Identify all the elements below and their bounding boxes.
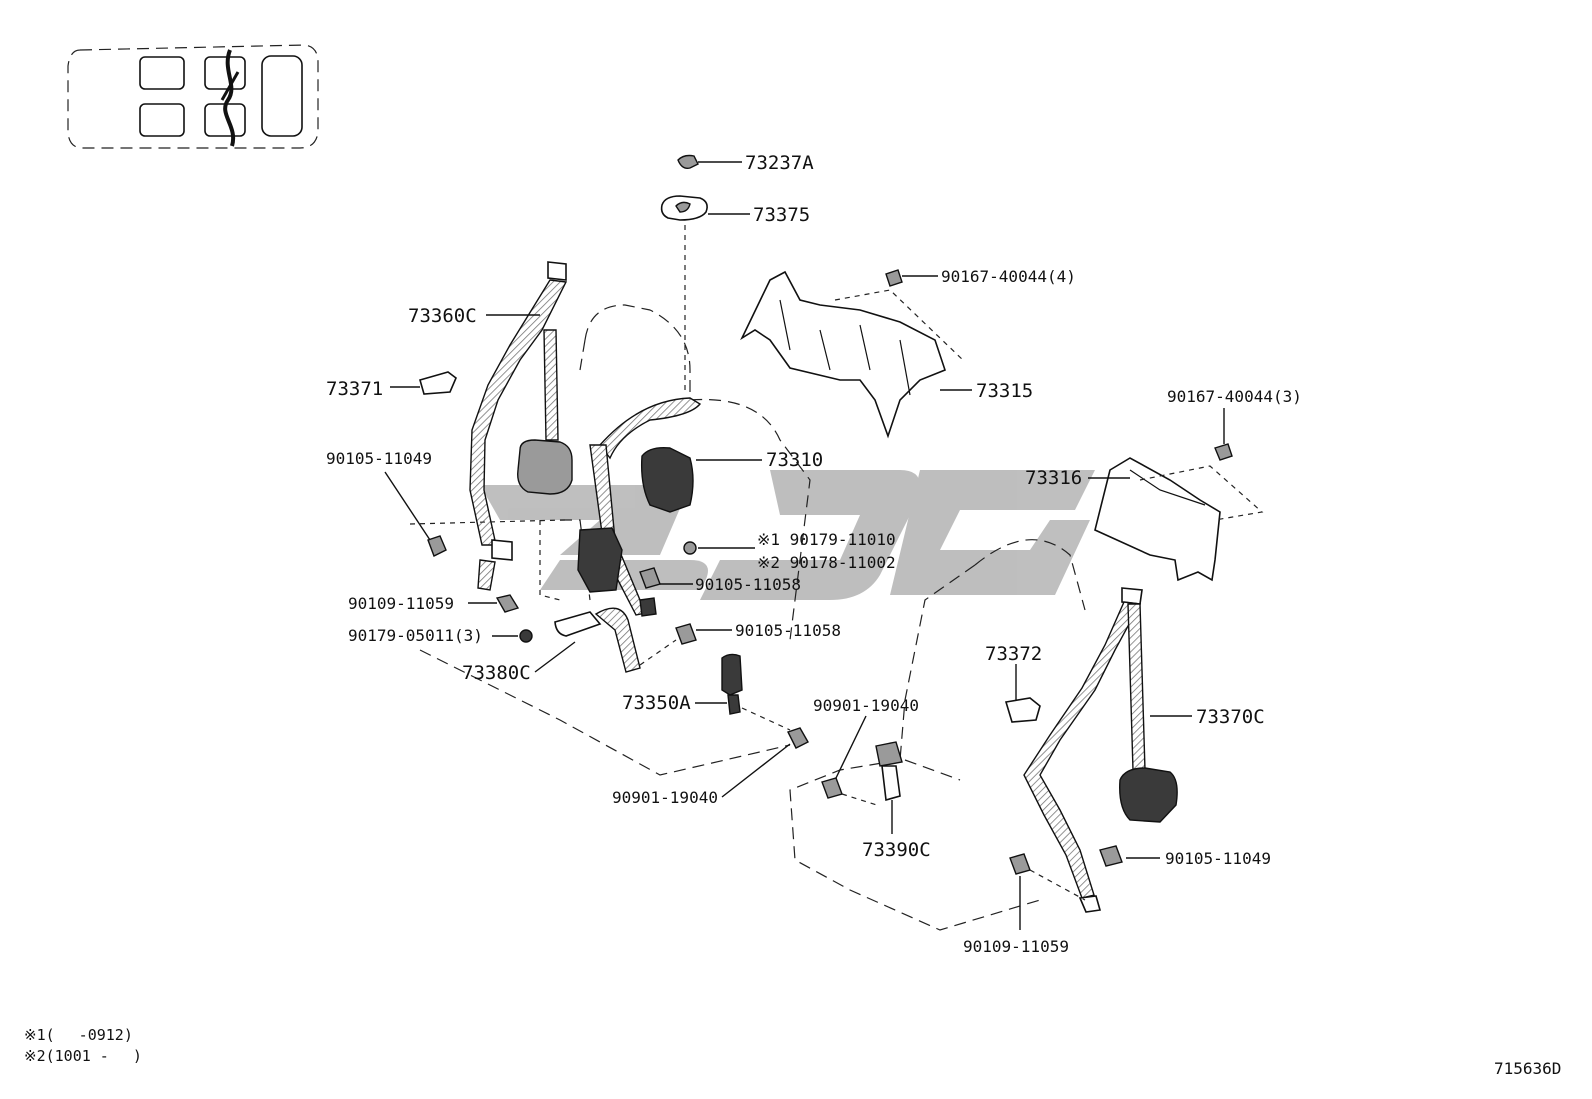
part-90105-11058-bolt-b[interactable]: 90105-11058 [639, 621, 841, 666]
label-90901-19040-right: 90901-19040 [813, 696, 919, 715]
part-73316-cover[interactable]: 73316 [1025, 457, 1264, 582]
label-90901-19040-left: 90901-19040 [612, 788, 718, 807]
label-73390C: 73390C [862, 839, 931, 861]
vehicle-locator-icon [67, 44, 319, 149]
part-73350A-buckle[interactable]: 73350A [622, 653, 791, 731]
part-73370C-outer-belt[interactable]: 73370C [1023, 587, 1265, 913]
part-90179-11010-nut[interactable]: ※1 90179-11010 ※2 90178-11002 [683, 530, 896, 572]
part-90901-19040-right-clip[interactable]: 90901-19040 [813, 696, 919, 807]
label-73316: 73316 [1025, 467, 1082, 489]
part-90105-11049-left-bolt[interactable]: 90105-11049 [326, 449, 566, 557]
label-73380C: 73380C [462, 662, 531, 684]
label-90105-11058-b: 90105-11058 [735, 621, 841, 640]
label-90105-11049-right: 90105-11049 [1165, 849, 1271, 868]
label-73371: 73371 [326, 378, 383, 400]
part-73371-guide[interactable]: 73371 [326, 371, 457, 400]
part-73390C-anchor[interactable]: 73390C [862, 741, 931, 861]
label-90109-11059-left: 90109-11059 [348, 594, 454, 613]
label-90167-40044-4: 90167-40044(4) [941, 267, 1076, 286]
label-73237A: 73237A [745, 152, 814, 174]
label-73310: 73310 [766, 449, 823, 471]
part-73372-guide[interactable]: 73372 [985, 643, 1042, 723]
label-90167-40044-3: 90167-40044(3) [1167, 387, 1302, 406]
label-90179-11010: ※1 90179-11010 [757, 530, 896, 549]
label-90178-11002: ※2 90178-11002 [757, 553, 896, 572]
watermark-logo [480, 470, 1095, 600]
part-73360C-outer-belt[interactable]: 73360C [408, 261, 573, 591]
part-90105-11049-right-bolt[interactable]: 90105-11049 [1099, 845, 1271, 868]
part-90167-40044-4-bolt[interactable]: 90167-40044(4) [885, 267, 1076, 287]
label-90105-11058-a: 90105-11058 [695, 575, 801, 594]
part-73315-cover[interactable]: 73315 [740, 270, 1033, 439]
part-90109-11059-right-bolt[interactable]: 90109-11059 [963, 853, 1086, 956]
part-90109-11059-left-bolt[interactable]: 90109-11059 [348, 594, 520, 613]
label-90179-05011: 90179-05011(3) [348, 626, 483, 645]
part-73375-cover[interactable]: 73375 [660, 195, 811, 395]
diagram-id: 715636D [1494, 1059, 1561, 1078]
part-90179-05011-nut[interactable]: 90179-05011(3) [348, 626, 533, 645]
footnote-1: ※1( -0912) [24, 1026, 133, 1044]
part-90167-40044-3-bolt[interactable]: 90167-40044(3) [1167, 387, 1302, 461]
label-90105-11049-left: 90105-11049 [326, 449, 432, 468]
label-73350A: 73350A [622, 692, 691, 714]
label-73370C: 73370C [1196, 706, 1265, 728]
footnote-2: ※2(1001 - ) [24, 1047, 142, 1065]
left-seat-outline [419, 304, 811, 776]
part-73237A-clip[interactable]: 73237A [677, 152, 814, 174]
label-73375: 73375 [753, 204, 810, 226]
label-73372: 73372 [985, 643, 1042, 665]
part-73380C-buckle[interactable]: 73380C [462, 607, 641, 684]
label-73315: 73315 [976, 380, 1033, 402]
part-73310-center-belt[interactable]: 73310 [577, 397, 823, 617]
label-90109-11059-right: 90109-11059 [963, 937, 1069, 956]
label-73360C: 73360C [408, 305, 477, 327]
part-90105-11058-bolt-a[interactable]: 90105-11058 [639, 567, 801, 594]
part-90901-19040-left-clip[interactable]: 90901-19040 [612, 727, 809, 807]
